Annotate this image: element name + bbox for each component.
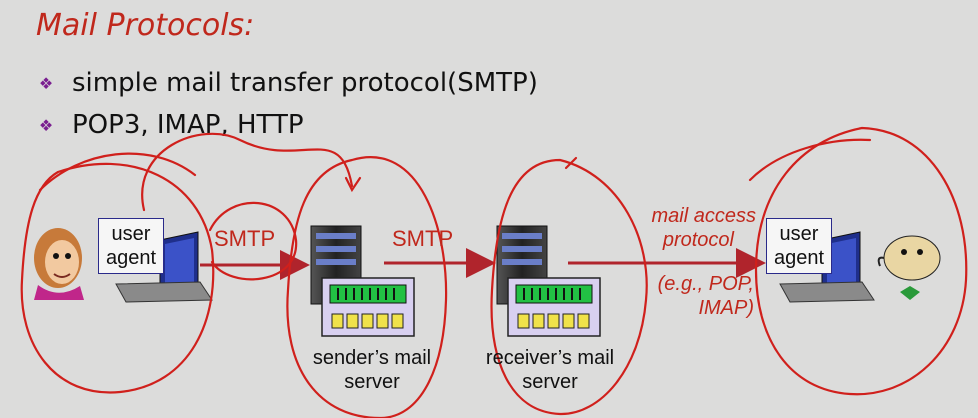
receiver-server-icon [496,225,601,337]
sender-server-line2: server [344,371,400,393]
bullet-text: simple mail transfer protocol(SMTP) [72,68,538,98]
access-protocol-label: mail access protocol [590,204,756,252]
bullet-list: ❖ simple mail transfer protocol(SMTP) ❖ … [36,62,538,146]
sender-server-line1: sender’s mail [312,347,432,369]
access-protocol-example: (e.g., POP, IMAP) [600,272,754,320]
sender-server-label: sender’s mail server [282,346,462,394]
access-line2: protocol [662,229,734,251]
diamond-bullet-icon: ❖ [38,73,54,93]
access-line3: (e.g., POP, [657,273,754,295]
receiver-server-label: receiver’s mail server [462,346,638,394]
access-line1: mail access [651,205,756,227]
sender-person-icon [34,228,84,300]
smtp-label-2: SMTP [392,226,454,251]
bullet-item: ❖ simple mail transfer protocol(SMTP) [36,62,538,104]
sender-user-agent-box: user agent [98,218,164,274]
user-agent-line1: user [111,223,151,245]
bullet-item: ❖ POP3, IMAP, HTTP [36,104,538,146]
bullet-text: POP3, IMAP, HTTP [72,110,304,140]
user-agent-line1: user [779,223,819,245]
diamond-bullet-icon: ❖ [38,115,54,135]
access-line4: IMAP) [698,297,754,319]
sender-server-icon [310,225,415,337]
user-agent-line2: agent [773,247,825,269]
receiver-person-icon [877,235,941,300]
receiver-user-agent-box: user agent [766,218,832,274]
receiver-server-line1: receiver’s mail [485,347,615,369]
receiver-server-line2: server [522,371,578,393]
smtp-label-1: SMTP [214,226,276,251]
slide-title: Mail Protocols: [36,8,255,43]
handwritten-annotations [20,126,968,418]
user-agent-line2: agent [105,247,157,269]
sender-computer-icon [115,231,213,303]
